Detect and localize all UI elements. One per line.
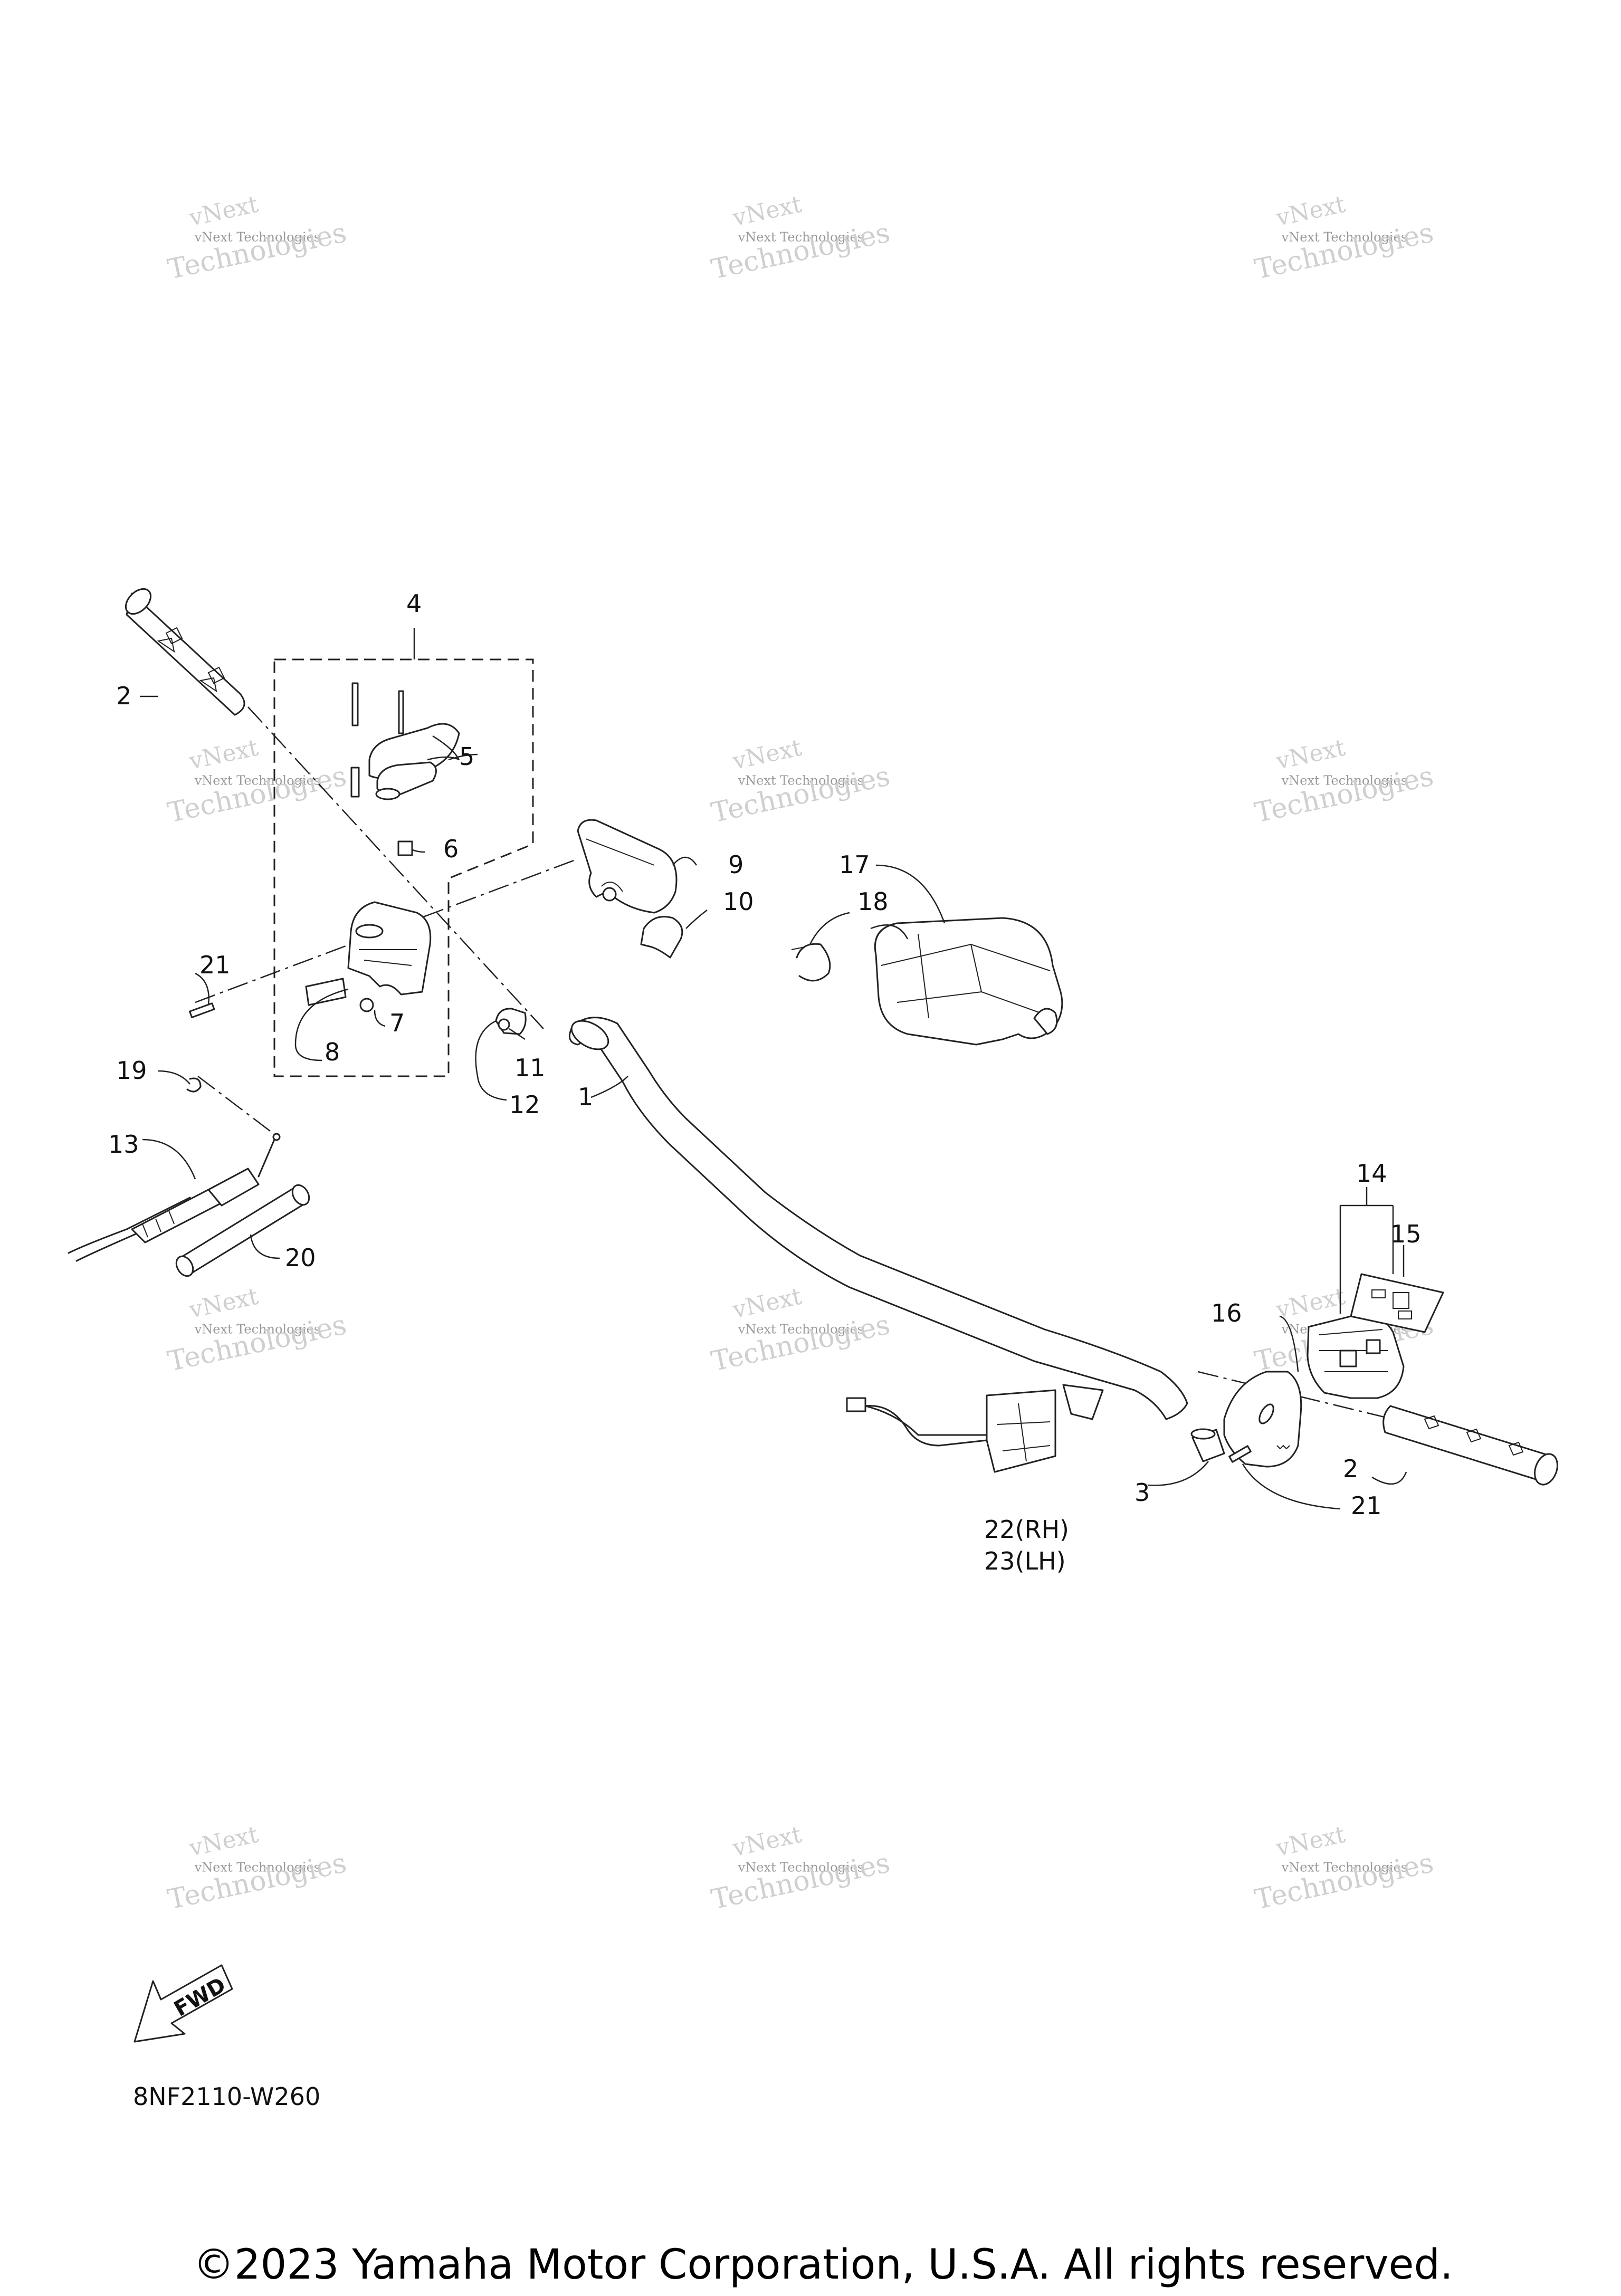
drawing-code: 8NF2110-W260 xyxy=(133,2082,320,2111)
callout-14: 14 xyxy=(1356,1159,1387,1188)
svg-text:vNext: vNext xyxy=(1273,1283,1348,1324)
callout-4: 4 xyxy=(406,589,422,618)
callout-6: 6 xyxy=(443,835,459,863)
callout-15: 15 xyxy=(1390,1220,1422,1248)
alignment-line-right xyxy=(1197,1371,1394,1420)
right-grip xyxy=(1382,1405,1558,1486)
callout-23: 23(LH) xyxy=(984,1547,1066,1575)
switch-unit-part-14 xyxy=(1307,1313,1405,1399)
tube-part-20 xyxy=(175,1184,310,1277)
spring-part-6 xyxy=(397,840,413,856)
band-part-18 xyxy=(791,943,831,982)
callout-7: 7 xyxy=(389,1009,405,1037)
clip-part-19 xyxy=(186,1077,202,1093)
watermark-top-center: vNext vNext Technologies Technologies xyxy=(709,191,893,286)
watermark-top-left: vNext vNext Technologies Technologies xyxy=(165,191,349,286)
svg-text:vNext Technologies: vNext Technologies xyxy=(194,773,320,788)
watermark-bottom-right: vNext vNext Technologies Technologies xyxy=(1252,1821,1436,1916)
callout-18: 18 xyxy=(857,887,889,916)
watermark-mid-left: vNext vNext Technologies Technologies xyxy=(165,734,349,829)
svg-text:vNext Technologies: vNext Technologies xyxy=(194,1860,320,1875)
svg-text:vNext Technologies: vNext Technologies xyxy=(738,230,864,245)
switch-housing-part-16 xyxy=(1223,1371,1302,1468)
callout-11: 11 xyxy=(514,1054,546,1082)
svg-text:vNext Technologies: vNext Technologies xyxy=(1281,1860,1407,1875)
svg-text:vNext Technologies: vNext Technologies xyxy=(1281,773,1407,788)
watermark-mid-right: vNext vNext Technologies Technologies xyxy=(1252,734,1436,829)
throttle-lever xyxy=(350,682,460,800)
callout-8: 8 xyxy=(325,1038,340,1066)
svg-text:vNext Technologies: vNext Technologies xyxy=(738,773,864,788)
heater-part-22-23 xyxy=(846,1384,1104,1473)
svg-text:vNext Technologies: vNext Technologies xyxy=(194,1322,320,1337)
callout-10: 10 xyxy=(723,887,754,916)
svg-text:vNext: vNext xyxy=(186,191,261,232)
callout-19: 19 xyxy=(116,1056,147,1085)
callout-21-right: 21 xyxy=(1351,1491,1382,1520)
copyright-notice: ©2023 Yamaha Motor Corporation, U.S.A. A… xyxy=(193,2241,1453,2289)
watermark-top-right: vNext vNext Technologies Technologies xyxy=(1252,191,1436,286)
svg-text:vNext: vNext xyxy=(186,1821,261,1862)
svg-text:vNext: vNext xyxy=(1273,1821,1348,1862)
svg-text:vNext Technologies: vNext Technologies xyxy=(738,1860,864,1875)
label-plate-part-15 xyxy=(1350,1273,1444,1333)
callout-20: 20 xyxy=(285,1243,316,1272)
callout-12: 12 xyxy=(509,1090,540,1119)
svg-text:vNext: vNext xyxy=(186,1283,261,1324)
switch-part-11 xyxy=(495,1008,527,1035)
callout-9: 9 xyxy=(728,850,743,879)
callout-2-left: 2 xyxy=(116,682,131,710)
bar-end-part-3 xyxy=(1190,1428,1225,1462)
svg-text:vNext: vNext xyxy=(730,734,804,776)
svg-text:vNext Technologies: vNext Technologies xyxy=(194,230,320,245)
svg-text:vNext Technologies: vNext Technologies xyxy=(1281,230,1407,245)
svg-text:vNext: vNext xyxy=(186,734,261,776)
fwd-arrow-icon: FWD xyxy=(134,1964,233,2043)
throttle-cable-part-13 xyxy=(68,1133,281,1262)
callout-16: 16 xyxy=(1211,1299,1242,1327)
callout-22: 22(RH) xyxy=(984,1515,1069,1544)
throttle-housing xyxy=(347,901,432,1012)
svg-text:vNext: vNext xyxy=(1273,734,1348,776)
leader-lines xyxy=(140,628,1407,1510)
svg-text:vNext: vNext xyxy=(730,1283,804,1324)
pad-part-17 xyxy=(874,917,1063,1046)
svg-text:vNext: vNext xyxy=(1273,191,1348,232)
callout-1: 1 xyxy=(578,1083,593,1111)
clip-part-10 xyxy=(640,916,683,959)
watermark-mid-center: vNext vNext Technologies Technologies xyxy=(709,734,893,829)
watermark-bottom-center: vNext vNext Technologies Technologies xyxy=(709,1821,893,1916)
callout-13: 13 xyxy=(108,1130,139,1159)
svg-text:vNext: vNext xyxy=(730,1821,804,1862)
callout-2-right: 2 xyxy=(1343,1455,1358,1483)
callout-17: 17 xyxy=(839,850,870,879)
callout-21-left: 21 xyxy=(199,951,231,979)
watermark-low-left: vNext vNext Technologies Technologies xyxy=(165,1283,349,1378)
cover-part-9 xyxy=(577,819,678,914)
svg-text:vNext: vNext xyxy=(730,191,804,232)
handlebar-part-1 xyxy=(568,1017,1188,1420)
alignment-line-cable xyxy=(197,1076,275,1135)
screw-part-21-left xyxy=(188,1002,215,1018)
alignment-line-grip xyxy=(247,706,544,1029)
plate-part-8 xyxy=(305,978,347,1006)
watermark-bottom-left: vNext vNext Technologies Technologies xyxy=(165,1821,349,1916)
callout-3: 3 xyxy=(1134,1478,1150,1507)
left-grip xyxy=(125,588,245,716)
callout-5: 5 xyxy=(459,742,474,771)
svg-text:vNext Technologies: vNext Technologies xyxy=(738,1322,864,1337)
assembly-boundary xyxy=(273,658,534,1077)
